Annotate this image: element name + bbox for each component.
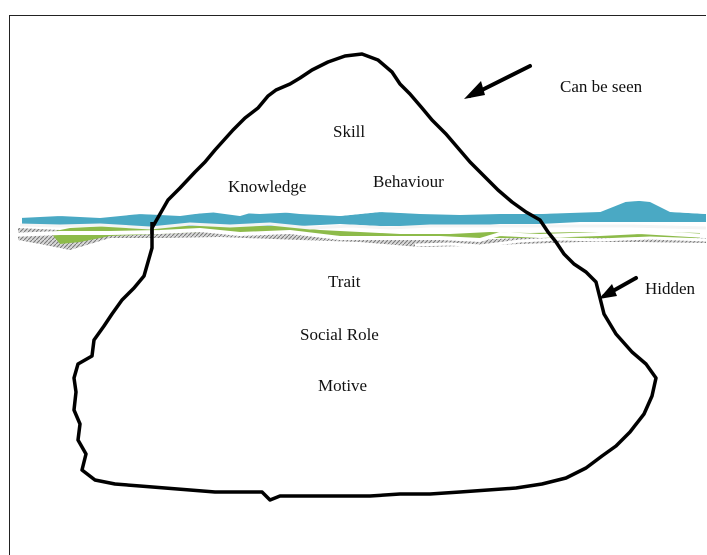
label-can-be-seen: Can be seen	[560, 77, 643, 96]
label-motive: Motive	[318, 376, 368, 395]
foam-line-top	[19, 196, 707, 218]
arrow-can-be-seen-head-icon	[464, 81, 485, 99]
water-green-band	[50, 222, 700, 244]
label-trait: Trait	[328, 272, 361, 291]
water-blue-band	[22, 200, 706, 228]
label-behaviour: Behaviour	[373, 172, 444, 191]
label-skill: Skill	[333, 122, 366, 141]
arrow-hidden-head-icon	[599, 284, 617, 299]
label-knowledge: Knowledge	[228, 177, 307, 196]
diagram-frame	[9, 15, 706, 555]
foam-line-lower	[414, 236, 707, 248]
iceberg-outline	[72, 52, 658, 502]
label-hidden: Hidden	[645, 279, 696, 298]
foam-line-bottom	[9, 228, 707, 242]
label-social-role: Social Role	[300, 325, 379, 344]
foam-line-mid	[19, 222, 707, 230]
